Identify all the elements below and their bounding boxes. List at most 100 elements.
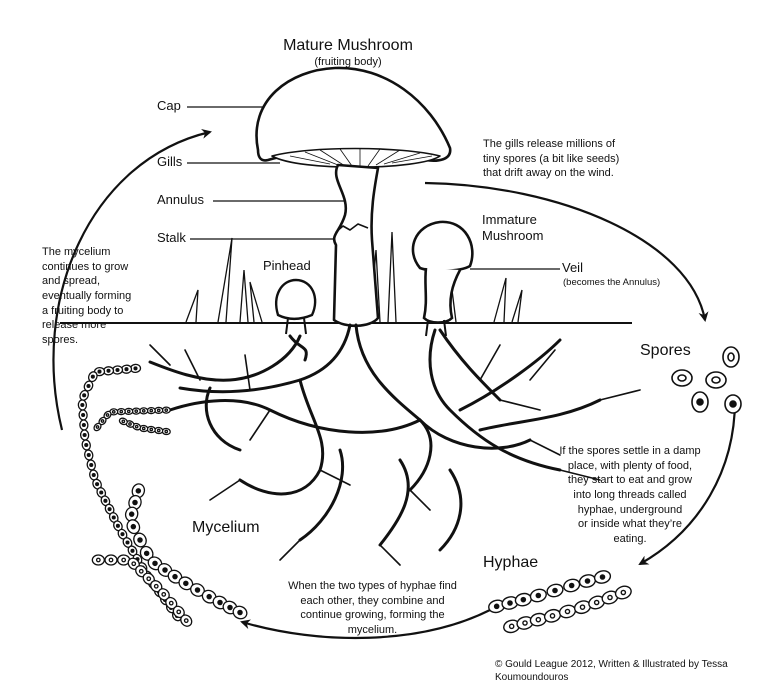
hyphae-cell: [503, 619, 521, 634]
hyphae-cell: [593, 570, 612, 584]
hyphae-cell: [117, 528, 128, 540]
hyphae-cell: [157, 588, 170, 601]
label-spores: Spores: [640, 342, 691, 359]
hyphae-cell: [116, 407, 126, 416]
hyphae-cell: [488, 599, 506, 614]
hyphae-cell: [111, 365, 124, 375]
description-gills-release: The gills release millions of tiny spore…: [483, 138, 620, 180]
spore: [671, 369, 693, 387]
arrow-gills-to-spores: [424, 181, 709, 322]
hyphae-cell: [558, 604, 577, 619]
hyphae-cell: [180, 614, 193, 627]
hyphae-cell: [126, 519, 141, 535]
hyphae-cell: [91, 554, 105, 566]
pinhead-mushroom: [275, 278, 317, 335]
hyphae-cell: [77, 399, 88, 411]
hyphae-cell: [100, 495, 111, 507]
hyphae-cell: [84, 449, 94, 461]
label-immature-mushroom: Immature Mushroom: [482, 212, 544, 244]
spore: [705, 371, 727, 389]
label-veil: Veil: [562, 260, 583, 275]
hyphae-cell: [79, 419, 89, 431]
hyphae-cell: [146, 425, 156, 434]
hyphae-cell: [514, 592, 532, 607]
hyphae-cell: [563, 578, 581, 593]
hyphae-cell: [172, 605, 185, 619]
hyphae-cell: [104, 503, 115, 515]
hyphae-cell: [104, 554, 118, 566]
mycelium-network: [148, 323, 602, 552]
hyphae-cell: [601, 590, 619, 605]
hyphae-cell: [81, 439, 91, 451]
hyphae-cell: [83, 380, 94, 392]
hyphae-cell: [201, 589, 217, 604]
mycelium-hyphae-chains: [77, 363, 248, 627]
hyphae-cell: [118, 417, 128, 426]
hyphae-chain: [124, 483, 248, 620]
hyphae-cell: [128, 494, 142, 511]
description-spores-settle: If the spores settle in a damp place, wi…: [559, 445, 701, 545]
hyphae-cell: [124, 407, 134, 416]
hyphae-cell: [133, 532, 147, 548]
hyphae-cell: [109, 408, 119, 416]
credit: © Gould League 2012, Written & Illustrat…: [495, 659, 728, 683]
spore: [691, 391, 709, 413]
label-pinhead: Pinhead: [263, 258, 311, 273]
immature-mushroom: [411, 220, 474, 337]
label-stalk: Stalk: [157, 230, 186, 245]
hyphae-cell: [588, 595, 606, 610]
mature-annulus: [335, 223, 369, 233]
title: Mature Mushroom: [283, 37, 413, 54]
mycelium-fine-branches: [149, 344, 641, 566]
mature-mushroom: [255, 66, 452, 328]
hyphae-cell: [232, 605, 248, 620]
hyphae-cell: [86, 459, 96, 471]
hyphae-cell: [165, 596, 178, 610]
hyphae-chains: [488, 570, 632, 634]
spore: [724, 394, 742, 414]
arrow-mycelium-to-mushroom: [52, 128, 212, 431]
hyphae-cell: [150, 580, 163, 593]
label-mycelium: Mycelium: [192, 519, 260, 536]
mature-gills: [271, 147, 441, 169]
arrow-hyphae-to-mycelium: [240, 609, 491, 640]
hyphae-cell: [578, 574, 597, 588]
hyphae-cell: [129, 363, 142, 374]
description-hyphae-combine: When the two types of hyphae find each o…: [288, 580, 457, 636]
spores: [671, 346, 742, 414]
hyphae-cell: [139, 407, 149, 415]
hyphae-cell: [546, 583, 564, 598]
hyphae-cell: [131, 483, 146, 499]
hyphae-cell: [87, 371, 98, 383]
hyphae-cell: [139, 424, 149, 433]
label-veil-note: (becomes the Annulus): [563, 277, 661, 288]
hyphae-cell: [108, 512, 119, 523]
arrow-spores-to-hyphae: [638, 399, 737, 565]
hyphae-cell: [78, 409, 88, 421]
hyphae-chain: [77, 363, 183, 622]
label-annulus: Annulus: [157, 192, 204, 207]
hyphae-cell: [161, 427, 171, 436]
mature-stalk: [332, 163, 380, 328]
hyphae-chain: [118, 417, 171, 436]
hyphae-chain: [91, 554, 193, 627]
subtitle: (fruiting body): [314, 56, 382, 68]
hyphae-cell: [93, 422, 102, 432]
hyphae-chain: [503, 585, 632, 634]
label-gills: Gills: [157, 154, 183, 169]
label-cap: Cap: [157, 98, 181, 113]
hyphae-cell: [79, 429, 90, 441]
leader-lines: [187, 106, 560, 270]
spore: [722, 346, 740, 368]
label-hyphae: Hyphae: [483, 554, 539, 571]
hyphae-cell: [614, 585, 632, 600]
hyphae-cell: [127, 557, 140, 570]
cycle-arrows: [52, 128, 737, 640]
hyphae-chain: [488, 570, 612, 614]
hyphae-cell: [529, 588, 547, 603]
hyphae-chain: [93, 406, 171, 432]
description-mycelium-grows: The mycelium continues to grow and sprea…: [42, 246, 132, 346]
mature-cap: [255, 66, 452, 162]
hyphae-cell: [139, 545, 154, 561]
